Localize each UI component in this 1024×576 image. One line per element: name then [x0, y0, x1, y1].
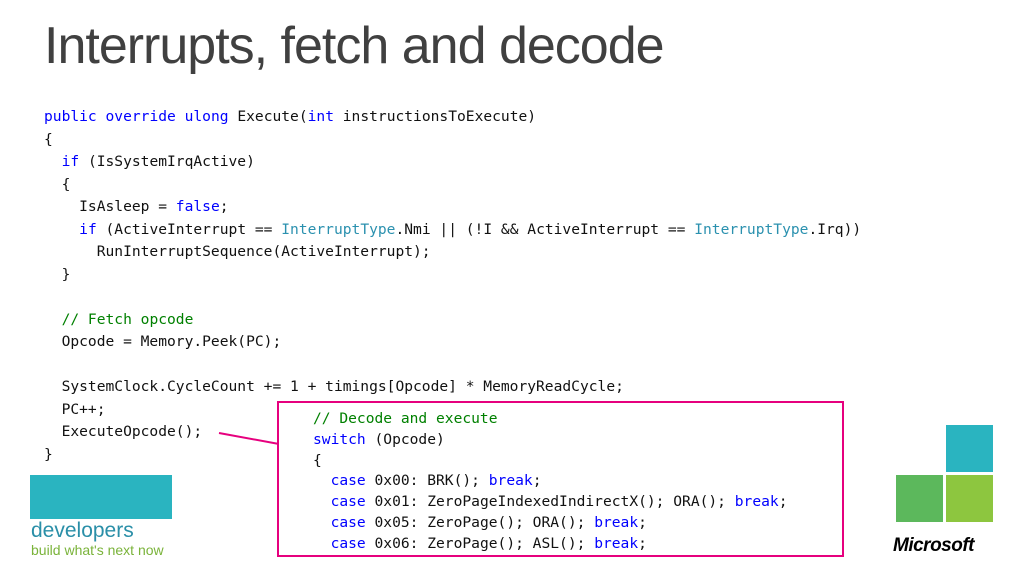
code-line: switch (Opcode) — [313, 430, 788, 451]
code-line: case 0x00: BRK(); break; — [313, 471, 788, 492]
code-line: if (ActiveInterrupt == InterruptType.Nmi… — [44, 219, 861, 242]
code-token: InterruptType — [281, 220, 396, 238]
code-token: ; — [219, 198, 229, 215]
decor-square-teal — [946, 425, 993, 472]
code-line — [44, 354, 861, 377]
code-line: case 0x06: ZeroPage(); ASL(); break; — [313, 534, 788, 555]
code-token: 0x05: ZeroPage(); ORA(); — [365, 513, 595, 531]
code-token: } — [44, 445, 53, 463]
code-token: Opcode = Memory.Peek(PC); — [44, 333, 282, 350]
code-token: break — [594, 534, 639, 552]
code-token: break — [488, 472, 533, 490]
code-line: public override ulong Execute(int instru… — [44, 106, 861, 129]
microsoft-logo: Microsoft — [893, 535, 975, 556]
code-token — [313, 514, 331, 531]
developers-logo-block — [30, 475, 172, 519]
code-line: SystemClock.CycleCount += 1 + timings[Op… — [44, 376, 861, 399]
code-token: { — [313, 451, 322, 469]
code-line: PC++; — [44, 399, 861, 422]
code-token: ulong — [184, 108, 229, 125]
code-token: IsAsleep = — [44, 198, 176, 215]
code-token: break — [734, 493, 779, 511]
developers-logo-text: developers — [31, 519, 134, 542]
code-token: instructionsToExecute) — [333, 108, 537, 125]
code-token: (IsSystemIrqActive) — [79, 153, 255, 170]
code-token: ; — [778, 493, 788, 511]
code-token: // Fetch opcode — [61, 310, 194, 328]
code-line: if (IsSystemIrqActive) — [44, 151, 861, 174]
code-line: case 0x05: ZeroPage(); ORA(); break; — [313, 513, 788, 534]
code-token: .Nmi || (!I && ActiveInterrupt == — [395, 220, 695, 238]
code-token: 0x01: ZeroPageIndexedIndirectX(); ORA(); — [365, 493, 735, 511]
code-line: { — [313, 451, 788, 472]
code-token: if — [61, 153, 80, 170]
decor-square-lime — [946, 475, 993, 522]
code-line: Opcode = Memory.Peek(PC); — [44, 331, 861, 354]
code-token — [176, 108, 185, 125]
code-token: case — [330, 472, 366, 490]
decor-square-green — [896, 475, 943, 522]
code-token: (ActiveInterrupt == — [96, 220, 282, 238]
code-line: { — [44, 129, 861, 152]
code-token: public — [44, 108, 97, 125]
code-line: case 0x01: ZeroPageIndexedIndirectX(); O… — [313, 492, 788, 513]
developers-tagline: build what's next now — [31, 542, 164, 558]
code-token: } — [44, 265, 71, 283]
code-line: ExecuteOpcode(); — [44, 421, 861, 444]
code-token: 0x06: ZeroPage(); ASL(); — [365, 534, 595, 552]
code-line: IsAsleep = false; — [44, 196, 861, 219]
code-token — [44, 221, 79, 238]
code-token: (Opcode) — [365, 430, 445, 448]
code-line — [44, 286, 861, 309]
code-line: // Fetch opcode — [44, 309, 861, 332]
code-token: break — [594, 513, 639, 531]
code-token: case — [330, 513, 366, 531]
code-token: case — [330, 534, 366, 552]
code-block-execute: public override ulong Execute(int instru… — [44, 106, 861, 466]
code-token: override — [105, 108, 176, 125]
code-token: PC++; — [44, 400, 106, 418]
code-token: ExecuteOpcode(); — [44, 423, 203, 440]
code-line: } — [44, 264, 861, 287]
code-token: case — [330, 493, 366, 511]
code-token: int — [307, 108, 334, 125]
code-token: Execute( — [228, 108, 308, 125]
code-token: { — [44, 130, 53, 148]
code-line: { — [44, 174, 861, 197]
code-token: switch — [313, 430, 366, 448]
code-token: InterruptType — [694, 220, 809, 238]
code-token: false — [175, 198, 220, 215]
code-token: { — [44, 175, 71, 193]
code-token: .Irq)) — [808, 220, 862, 238]
code-token: RunInterruptSequence(ActiveInterrupt); — [44, 243, 431, 260]
code-token: 0x00: BRK(); — [365, 472, 489, 490]
code-token — [313, 493, 331, 510]
code-line: } — [44, 444, 861, 467]
code-token: ; — [638, 534, 647, 552]
code-token: ; — [638, 513, 647, 531]
code-token: SystemClock.CycleCount += 1 + timings[Op… — [44, 378, 624, 395]
slide-title: Interrupts, fetch and decode — [44, 17, 665, 75]
code-token: // Decode and execute — [313, 410, 498, 427]
code-token — [97, 108, 106, 125]
code-token — [44, 311, 62, 328]
code-token — [313, 472, 331, 489]
code-token — [44, 153, 62, 170]
code-line: RunInterruptSequence(ActiveInterrupt); — [44, 241, 861, 264]
code-token: ; — [532, 472, 542, 490]
code-line: // Decode and execute — [313, 409, 788, 430]
code-token — [313, 535, 331, 552]
code-token: if — [79, 220, 97, 238]
